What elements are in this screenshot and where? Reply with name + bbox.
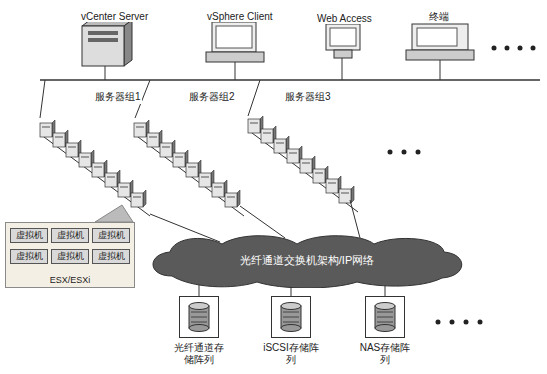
vm-box: 虚拟机 <box>92 249 130 264</box>
storage-frame <box>179 296 219 338</box>
group-label: 服务器组1 <box>94 90 142 104</box>
node-label: vSphere Client <box>206 11 274 22</box>
terminal-icon <box>406 24 474 60</box>
device-label-box: vCenter Server <box>80 6 149 24</box>
group-label: 服务器组2 <box>188 90 236 104</box>
node-label: vCenter Server <box>80 11 149 22</box>
device-drops <box>105 58 440 80</box>
storage-array: iSCSI存储阵列 <box>262 296 320 365</box>
group-feeders <box>40 80 260 118</box>
device-label-box: Web Access <box>316 8 373 26</box>
storage-array: 光纤通道存储阵列 <box>170 296 228 365</box>
node-label: 光纤通道交换机架构/IP网络 <box>240 254 374 267</box>
disk-icon <box>366 297 404 337</box>
group-label: 服务器组3 <box>284 90 332 104</box>
node-label: 虚拟机 <box>16 230 43 240</box>
network-bus <box>40 79 540 81</box>
storage-array: NAS存储阵列 <box>356 296 414 365</box>
more-dots <box>388 150 421 155</box>
vm-box: 虚拟机 <box>51 228 89 243</box>
device-label-box: 终端 <box>428 6 450 24</box>
disk-icon <box>180 297 218 337</box>
node-label: NAS存储阵列 <box>356 342 414 365</box>
vm-box: 虚拟机 <box>10 249 48 264</box>
node-label: 虚拟机 <box>57 251 84 261</box>
node-label: 终端 <box>428 11 450 22</box>
server-icon <box>82 20 132 66</box>
vm-box: 虚拟机 <box>10 228 48 243</box>
callout-leader <box>95 205 133 222</box>
node-label: ESX/ESXi <box>6 275 134 285</box>
server-racks <box>40 116 358 216</box>
storage-frame <box>271 296 311 338</box>
node-label: iSCSI存储阵列 <box>262 342 320 365</box>
vm-box: 虚拟机 <box>92 228 130 243</box>
network-cloud: 光纤通道交换机架构/IP网络 <box>142 232 472 288</box>
monitor-icon <box>326 24 360 58</box>
node-label: 虚拟机 <box>98 230 125 240</box>
node-label: 虚拟机 <box>98 251 125 261</box>
node-label: Web Access <box>316 13 373 24</box>
esx-host-callout: ESX/ESXi虚拟机虚拟机虚拟机虚拟机虚拟机虚拟机 <box>5 222 135 288</box>
node-label: 光纤通道存储阵列 <box>170 342 228 365</box>
more-dots <box>492 46 536 51</box>
node-label: 虚拟机 <box>16 251 43 261</box>
pc-icon <box>206 22 264 62</box>
disk-icon <box>272 297 310 337</box>
node-label: 虚拟机 <box>57 230 84 240</box>
storage-frame <box>365 296 405 338</box>
more-dots <box>436 320 483 325</box>
vm-box: 虚拟机 <box>51 249 89 264</box>
device-label-box: vSphere Client <box>206 6 274 24</box>
